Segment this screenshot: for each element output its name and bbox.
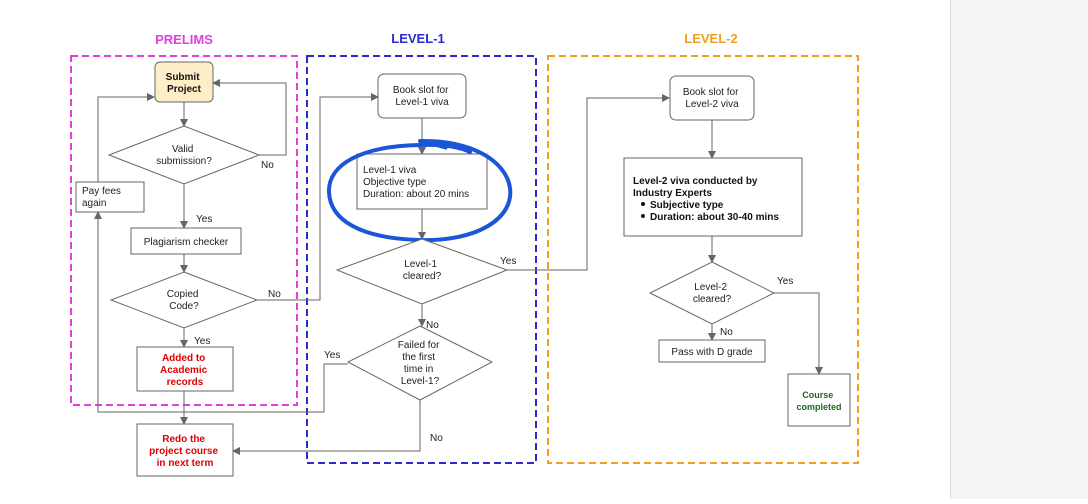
edge-cleared2-yes-to-completed xyxy=(774,292,823,375)
edge-payfees-to-submit xyxy=(97,93,155,182)
bullet-dot-icon xyxy=(641,214,645,218)
level2-viva-bullet-2: Duration: about 30-40 mins xyxy=(650,212,779,223)
edge-label-cleared2-yes: Yes xyxy=(777,276,793,287)
redo-course-label: Redo the project course in next term xyxy=(149,434,221,469)
copied-code-decision xyxy=(109,271,259,329)
book-level2-label: Book slot for Level-2 viva xyxy=(683,87,741,110)
flowchart: PRELIMS LEVEL-1 LEVEL-2 Submit Project V… xyxy=(70,31,859,477)
valid-submission-decision xyxy=(107,125,261,185)
submit-project-box xyxy=(154,61,214,103)
level2-cleared-decision xyxy=(648,261,776,325)
level2-viva-bullet-1: Subjective type xyxy=(650,200,724,211)
edge-label-valid-no: No xyxy=(261,160,274,171)
level2-viva-box xyxy=(623,157,803,237)
level2-viva-title: Level-2 viva conducted by Industry Exper… xyxy=(633,176,760,199)
hand-drawn-circle-annotation xyxy=(326,138,513,243)
course-completed-label: Course completed xyxy=(796,390,841,412)
redo-course-box xyxy=(136,423,234,477)
side-panel xyxy=(950,0,1088,499)
academic-records-box xyxy=(136,346,234,392)
edge-valid-no-to-submit xyxy=(212,79,287,156)
edge-label-failed-yes: Yes xyxy=(324,350,340,361)
edge-label-valid-yes: Yes xyxy=(196,214,212,225)
book-level1-label: Book slot for Level-1 viva xyxy=(393,85,451,108)
edge-failed-no-to-redo xyxy=(232,400,421,455)
edge-label-copied-no: No xyxy=(268,289,281,300)
edge-cleared1-yes-to-book2 xyxy=(505,94,670,271)
level1-frame xyxy=(306,55,537,464)
edge-label-cleared1-no: No xyxy=(426,320,439,331)
level2-frame xyxy=(547,55,859,464)
hand-drawn-tick-annotation xyxy=(418,139,448,150)
bullet-dot-icon xyxy=(641,202,645,206)
pay-fees-box xyxy=(75,181,145,213)
edge-label-cleared1-yes: Yes xyxy=(500,256,516,267)
section-title-level2: LEVEL-2 xyxy=(684,31,737,46)
level1-viva-label: Level-1 viva Objective type Duration: ab… xyxy=(363,165,469,200)
edge-copied-no-to-book1 xyxy=(257,93,379,301)
pass-d-grade-box xyxy=(658,339,766,363)
level1-cleared-decision xyxy=(335,238,509,305)
edge-label-copied-yes: Yes xyxy=(194,336,210,347)
pay-fees-label: Pay fees again xyxy=(82,186,124,209)
failed-first-time-label: Failed for the first time in Level-1? xyxy=(398,340,442,387)
academic-records-label: Added to Academic records xyxy=(160,353,210,388)
flowchart-canvas: PRELIMS LEVEL-1 LEVEL-2 Submit Project V… xyxy=(70,31,859,477)
edge-label-failed-no: No xyxy=(430,433,443,444)
level1-cleared-label: Level-1 cleared? xyxy=(403,259,442,282)
level1-viva-box xyxy=(356,153,488,210)
book-level2-box xyxy=(669,75,755,121)
copied-code-label: Copied Code? xyxy=(167,289,201,312)
valid-submission-label: Valid submission? xyxy=(156,144,212,167)
submit-project-label: Submit Project xyxy=(166,72,203,95)
plagiarism-checker-box xyxy=(130,227,242,255)
level2-cleared-label: Level-2 cleared? xyxy=(693,282,732,305)
edge-label-cleared2-no: No xyxy=(720,327,733,338)
failed-first-time-decision xyxy=(346,325,494,401)
course-completed-box xyxy=(787,373,851,427)
section-title-level1: LEVEL-1 xyxy=(391,31,444,46)
section-title-prelims: PRELIMS xyxy=(155,32,213,47)
book-level1-box xyxy=(377,73,467,119)
edge-failed-yes-to-payfees xyxy=(94,211,348,413)
plagiarism-checker-label: Plagiarism checker xyxy=(144,237,229,248)
pass-d-grade-label: Pass with D grade xyxy=(671,347,753,358)
